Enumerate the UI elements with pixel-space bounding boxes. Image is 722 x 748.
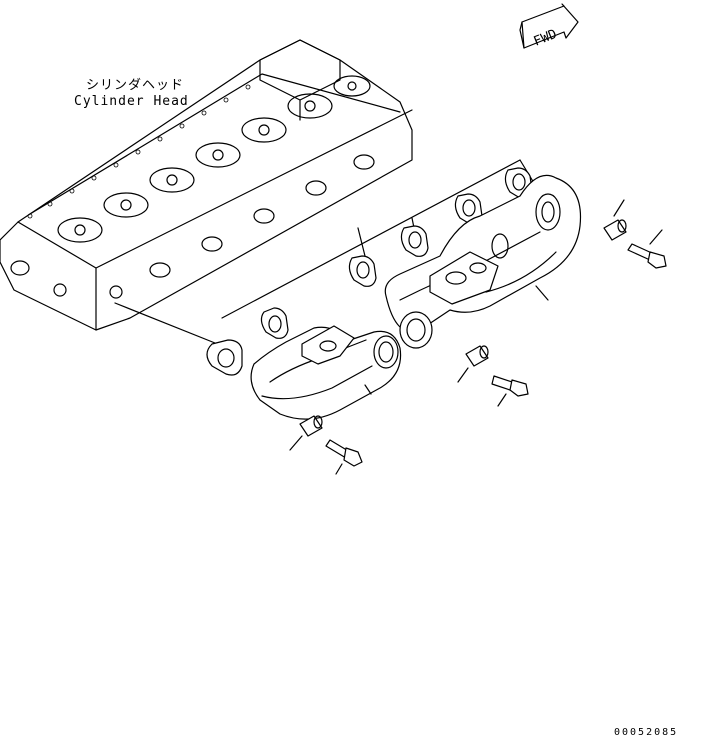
bolt-front-icon: [325, 439, 363, 475]
part-number: 00052085: [614, 727, 679, 738]
cylinder-head-label-jp: シリンダヘッド: [86, 78, 185, 93]
manifold-gaskets: [206, 167, 533, 376]
spacer-rear: [603, 199, 627, 241]
front-exhaust-manifold: [250, 325, 402, 420]
bolt-rear-icon: [627, 229, 667, 269]
rear-exhaust-manifold: [384, 174, 582, 349]
cylinder-head-label-en: Cylinder Head: [74, 94, 189, 109]
fwd-arrow-icon: FWD: [519, 3, 579, 50]
cylinder-head: [0, 39, 413, 331]
bolt-middle-icon: [491, 375, 529, 407]
spacer-front: [289, 415, 323, 451]
spacer-middle: [457, 345, 489, 383]
